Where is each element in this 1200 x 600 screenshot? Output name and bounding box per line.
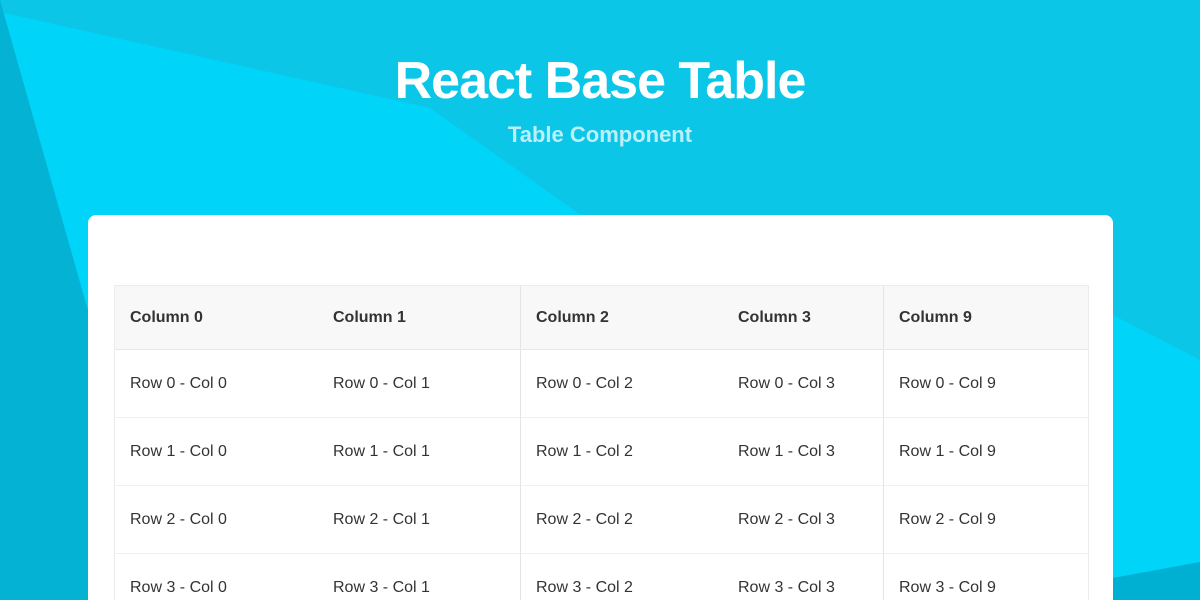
- table-cell[interactable]: Row 3 - Col 3: [723, 554, 883, 600]
- table-cell[interactable]: Row 0 - Col 2: [520, 350, 723, 418]
- table-cell[interactable]: Row 0 - Col 0: [115, 350, 318, 418]
- table-cell[interactable]: Row 0 - Col 9: [883, 350, 1088, 418]
- table-cell[interactable]: Row 1 - Col 1: [318, 418, 520, 486]
- table-cell[interactable]: Row 1 - Col 3: [723, 418, 883, 486]
- page-title: React Base Table: [394, 52, 807, 110]
- table-cell[interactable]: Row 2 - Col 1: [318, 486, 520, 554]
- table-cell[interactable]: Row 3 - Col 0: [115, 554, 318, 600]
- column-header-2[interactable]: Column 2: [520, 286, 723, 350]
- table-cell[interactable]: Row 2 - Col 0: [115, 486, 318, 554]
- table-cell[interactable]: Row 2 - Col 2: [520, 486, 723, 554]
- column-header-3[interactable]: Column 3: [723, 286, 883, 350]
- table-cell[interactable]: Row 1 - Col 2: [520, 418, 723, 486]
- hero-header: React Base Table Table Component: [0, 0, 1200, 148]
- table-cell[interactable]: Row 2 - Col 9: [883, 486, 1088, 554]
- column-header-0[interactable]: Column 0: [115, 286, 318, 350]
- table-cell[interactable]: Row 3 - Col 1: [318, 554, 520, 600]
- table-cell[interactable]: Row 2 - Col 3: [723, 486, 883, 554]
- table-cell[interactable]: Row 3 - Col 9: [883, 554, 1088, 600]
- table-cell[interactable]: Row 3 - Col 2: [520, 554, 723, 600]
- column-header-1[interactable]: Column 1: [318, 286, 520, 350]
- table-cell[interactable]: Row 0 - Col 1: [318, 350, 520, 418]
- table-cell[interactable]: Row 1 - Col 9: [883, 418, 1088, 486]
- table-cell[interactable]: Row 1 - Col 0: [115, 418, 318, 486]
- column-header-4[interactable]: Column 9: [883, 286, 1088, 350]
- table-cell[interactable]: Row 0 - Col 3: [723, 350, 883, 418]
- page-subtitle: Table Component: [507, 122, 693, 148]
